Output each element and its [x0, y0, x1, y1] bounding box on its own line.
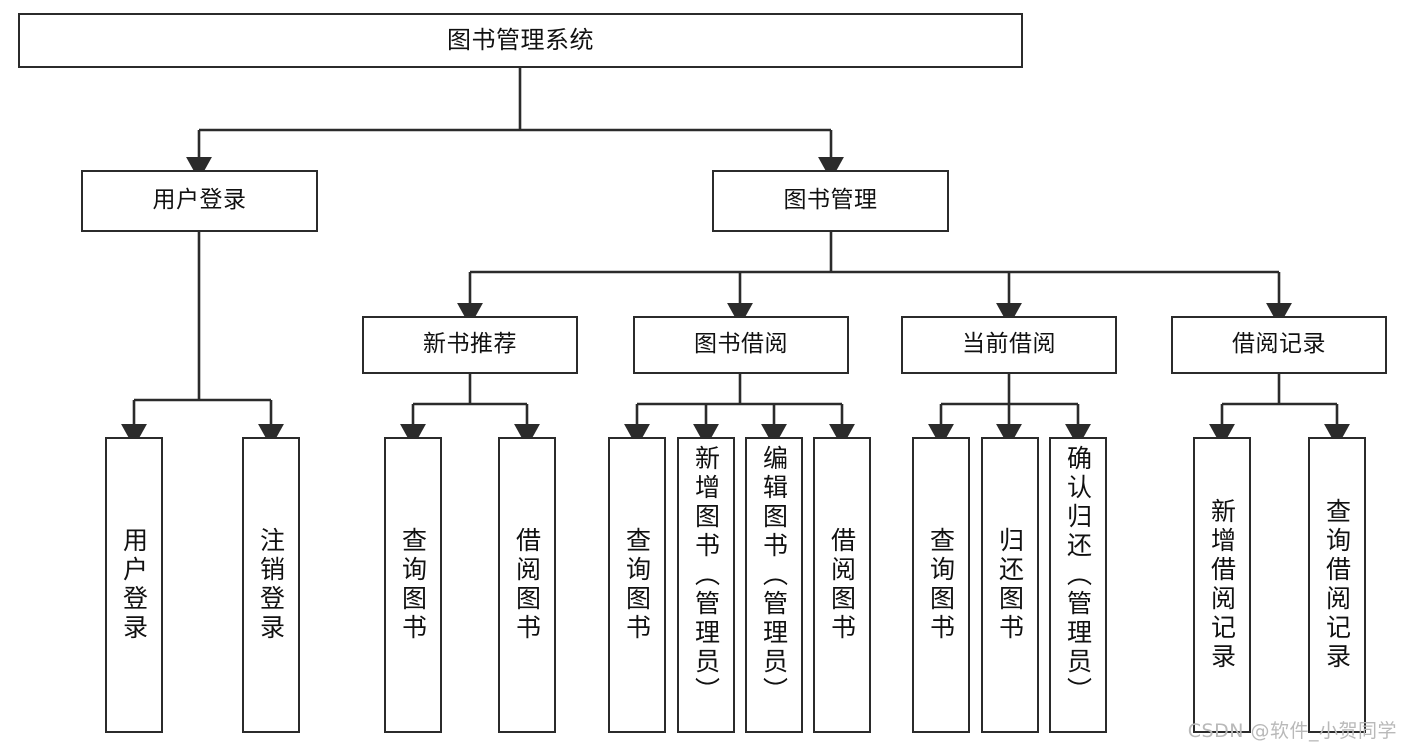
node-label: 借阅记录	[1232, 331, 1326, 358]
leaf-book-borrow-borrow[interactable]: 借阅图书	[813, 437, 871, 733]
node-label: 归还图书	[995, 527, 1025, 643]
node-label: 图书借阅	[694, 331, 788, 358]
node-label: 查询图书	[398, 527, 428, 643]
node-label: 借阅图书	[512, 527, 542, 643]
leaf-new-book-borrow[interactable]: 借阅图书	[498, 437, 556, 733]
node-label: 注销登录	[256, 527, 286, 643]
leaf-current-borrow-return[interactable]: 归还图书	[981, 437, 1039, 733]
leaf-current-borrow-query[interactable]: 查询图书	[912, 437, 970, 733]
node-user-login[interactable]: 用户登录	[81, 170, 318, 232]
node-label: 确认归还（管理员）	[1063, 445, 1093, 706]
node-label: 借阅图书	[827, 527, 857, 643]
node-label: 查询图书	[926, 527, 956, 643]
node-label: 图书管理系统	[447, 26, 594, 55]
node-label: 编辑图书（管理员）	[759, 445, 789, 706]
node-label: 图书管理	[783, 187, 878, 214]
node-label: 用户登录	[119, 527, 149, 643]
node-label: 当前借阅	[962, 331, 1056, 358]
node-book-management[interactable]: 图书管理	[712, 170, 949, 232]
node-label: 新增借阅记录	[1207, 498, 1237, 672]
node-current-borrow[interactable]: 当前借阅	[901, 316, 1117, 374]
leaf-borrow-record-add[interactable]: 新增借阅记录	[1193, 437, 1251, 733]
node-label: 用户登录	[152, 187, 247, 214]
node-book-borrow[interactable]: 图书借阅	[633, 316, 849, 374]
node-label: 查询图书	[622, 527, 652, 643]
watermark-text: CSDN @软件_小贺同学	[1187, 720, 1397, 742]
leaf-new-book-query[interactable]: 查询图书	[384, 437, 442, 733]
leaf-user-login-signin[interactable]: 用户登录	[105, 437, 163, 733]
leaf-current-borrow-confirm-return[interactable]: 确认归还（管理员）	[1049, 437, 1107, 733]
node-label: 新增图书（管理员）	[691, 445, 721, 706]
leaf-book-borrow-query[interactable]: 查询图书	[608, 437, 666, 733]
leaf-user-login-signout[interactable]: 注销登录	[242, 437, 300, 733]
node-root-system[interactable]: 图书管理系统	[18, 13, 1023, 68]
leaf-book-borrow-edit[interactable]: 编辑图书（管理员）	[745, 437, 803, 733]
node-new-book-recommend[interactable]: 新书推荐	[362, 316, 578, 374]
node-label: 查询借阅记录	[1322, 498, 1352, 672]
node-borrow-record[interactable]: 借阅记录	[1171, 316, 1387, 374]
leaf-borrow-record-query[interactable]: 查询借阅记录	[1308, 437, 1366, 733]
node-label: 新书推荐	[423, 331, 517, 358]
leaf-book-borrow-add[interactable]: 新增图书（管理员）	[677, 437, 735, 733]
